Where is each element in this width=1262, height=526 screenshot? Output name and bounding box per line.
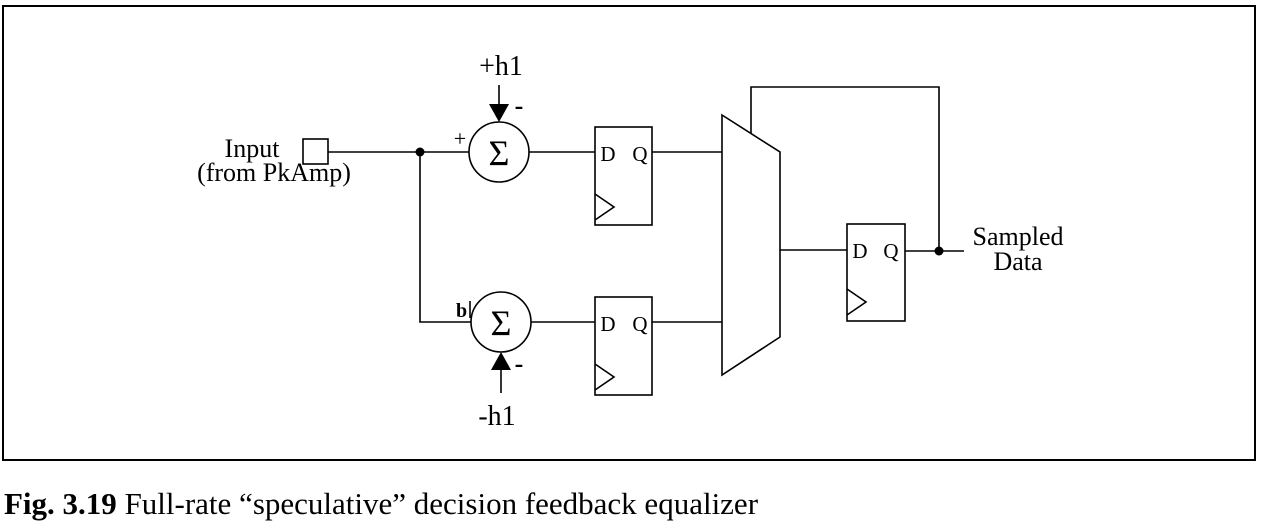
minus-h1-arrow: [491, 352, 511, 370]
flip-flop-top: [594, 126, 653, 226]
flip-flop-top-d: D: [600, 142, 615, 166]
bottom-summer: Σ: [470, 291, 532, 353]
figure-caption-text: Full-rate “speculative” decision feedbac…: [124, 486, 759, 521]
flip-flop-output: [846, 223, 906, 322]
input-wires: [328, 151, 471, 323]
top-summer: Σ: [468, 121, 530, 183]
input-label-line2: (from PkAmp): [197, 158, 351, 187]
summer-to-ff-wires: [529, 151, 595, 323]
figure-caption: Fig. 3.19 Full-rate “speculative” decisi…: [4, 486, 758, 522]
flip-flop-bottom-q: Q: [632, 312, 647, 336]
flip-flop-bottom: [594, 296, 653, 396]
bottom-summer-minus: -: [515, 349, 524, 378]
diagram-frame: [2, 5, 1256, 461]
flip-flop-bottom-d: D: [600, 312, 615, 336]
flip-flop-output-q: Q: [883, 239, 898, 263]
output-junction-dot: [934, 246, 944, 256]
dfe-block-diagram: Input (from PkAmp) Σ + - +h1 Σ b - -h1 D…: [2, 5, 1256, 461]
bottom-summer-sigma: Σ: [491, 303, 512, 343]
flip-flop-output-d: D: [852, 239, 867, 263]
top-summer-sigma: Σ: [489, 133, 510, 173]
top-summer-minus: -: [515, 91, 524, 120]
multiplexer: [721, 113, 781, 377]
plus-h1-arrow: [489, 104, 509, 122]
minus-h1-label: -h1: [478, 401, 515, 432]
ff-to-mux-wires: [652, 151, 722, 323]
top-summer-plus: +: [454, 126, 466, 151]
input-label-line1: Input: [225, 134, 281, 163]
output-label-line1: Sampled: [973, 222, 1064, 251]
figure-number: Fig. 3.19: [4, 486, 117, 521]
flip-flop-top-q: Q: [632, 142, 647, 166]
plus-h1-label: +h1: [479, 51, 523, 82]
output-label-line2: Data: [993, 247, 1043, 276]
bottom-summer-mark: b: [456, 300, 467, 322]
input-junction-dot: [415, 147, 425, 157]
